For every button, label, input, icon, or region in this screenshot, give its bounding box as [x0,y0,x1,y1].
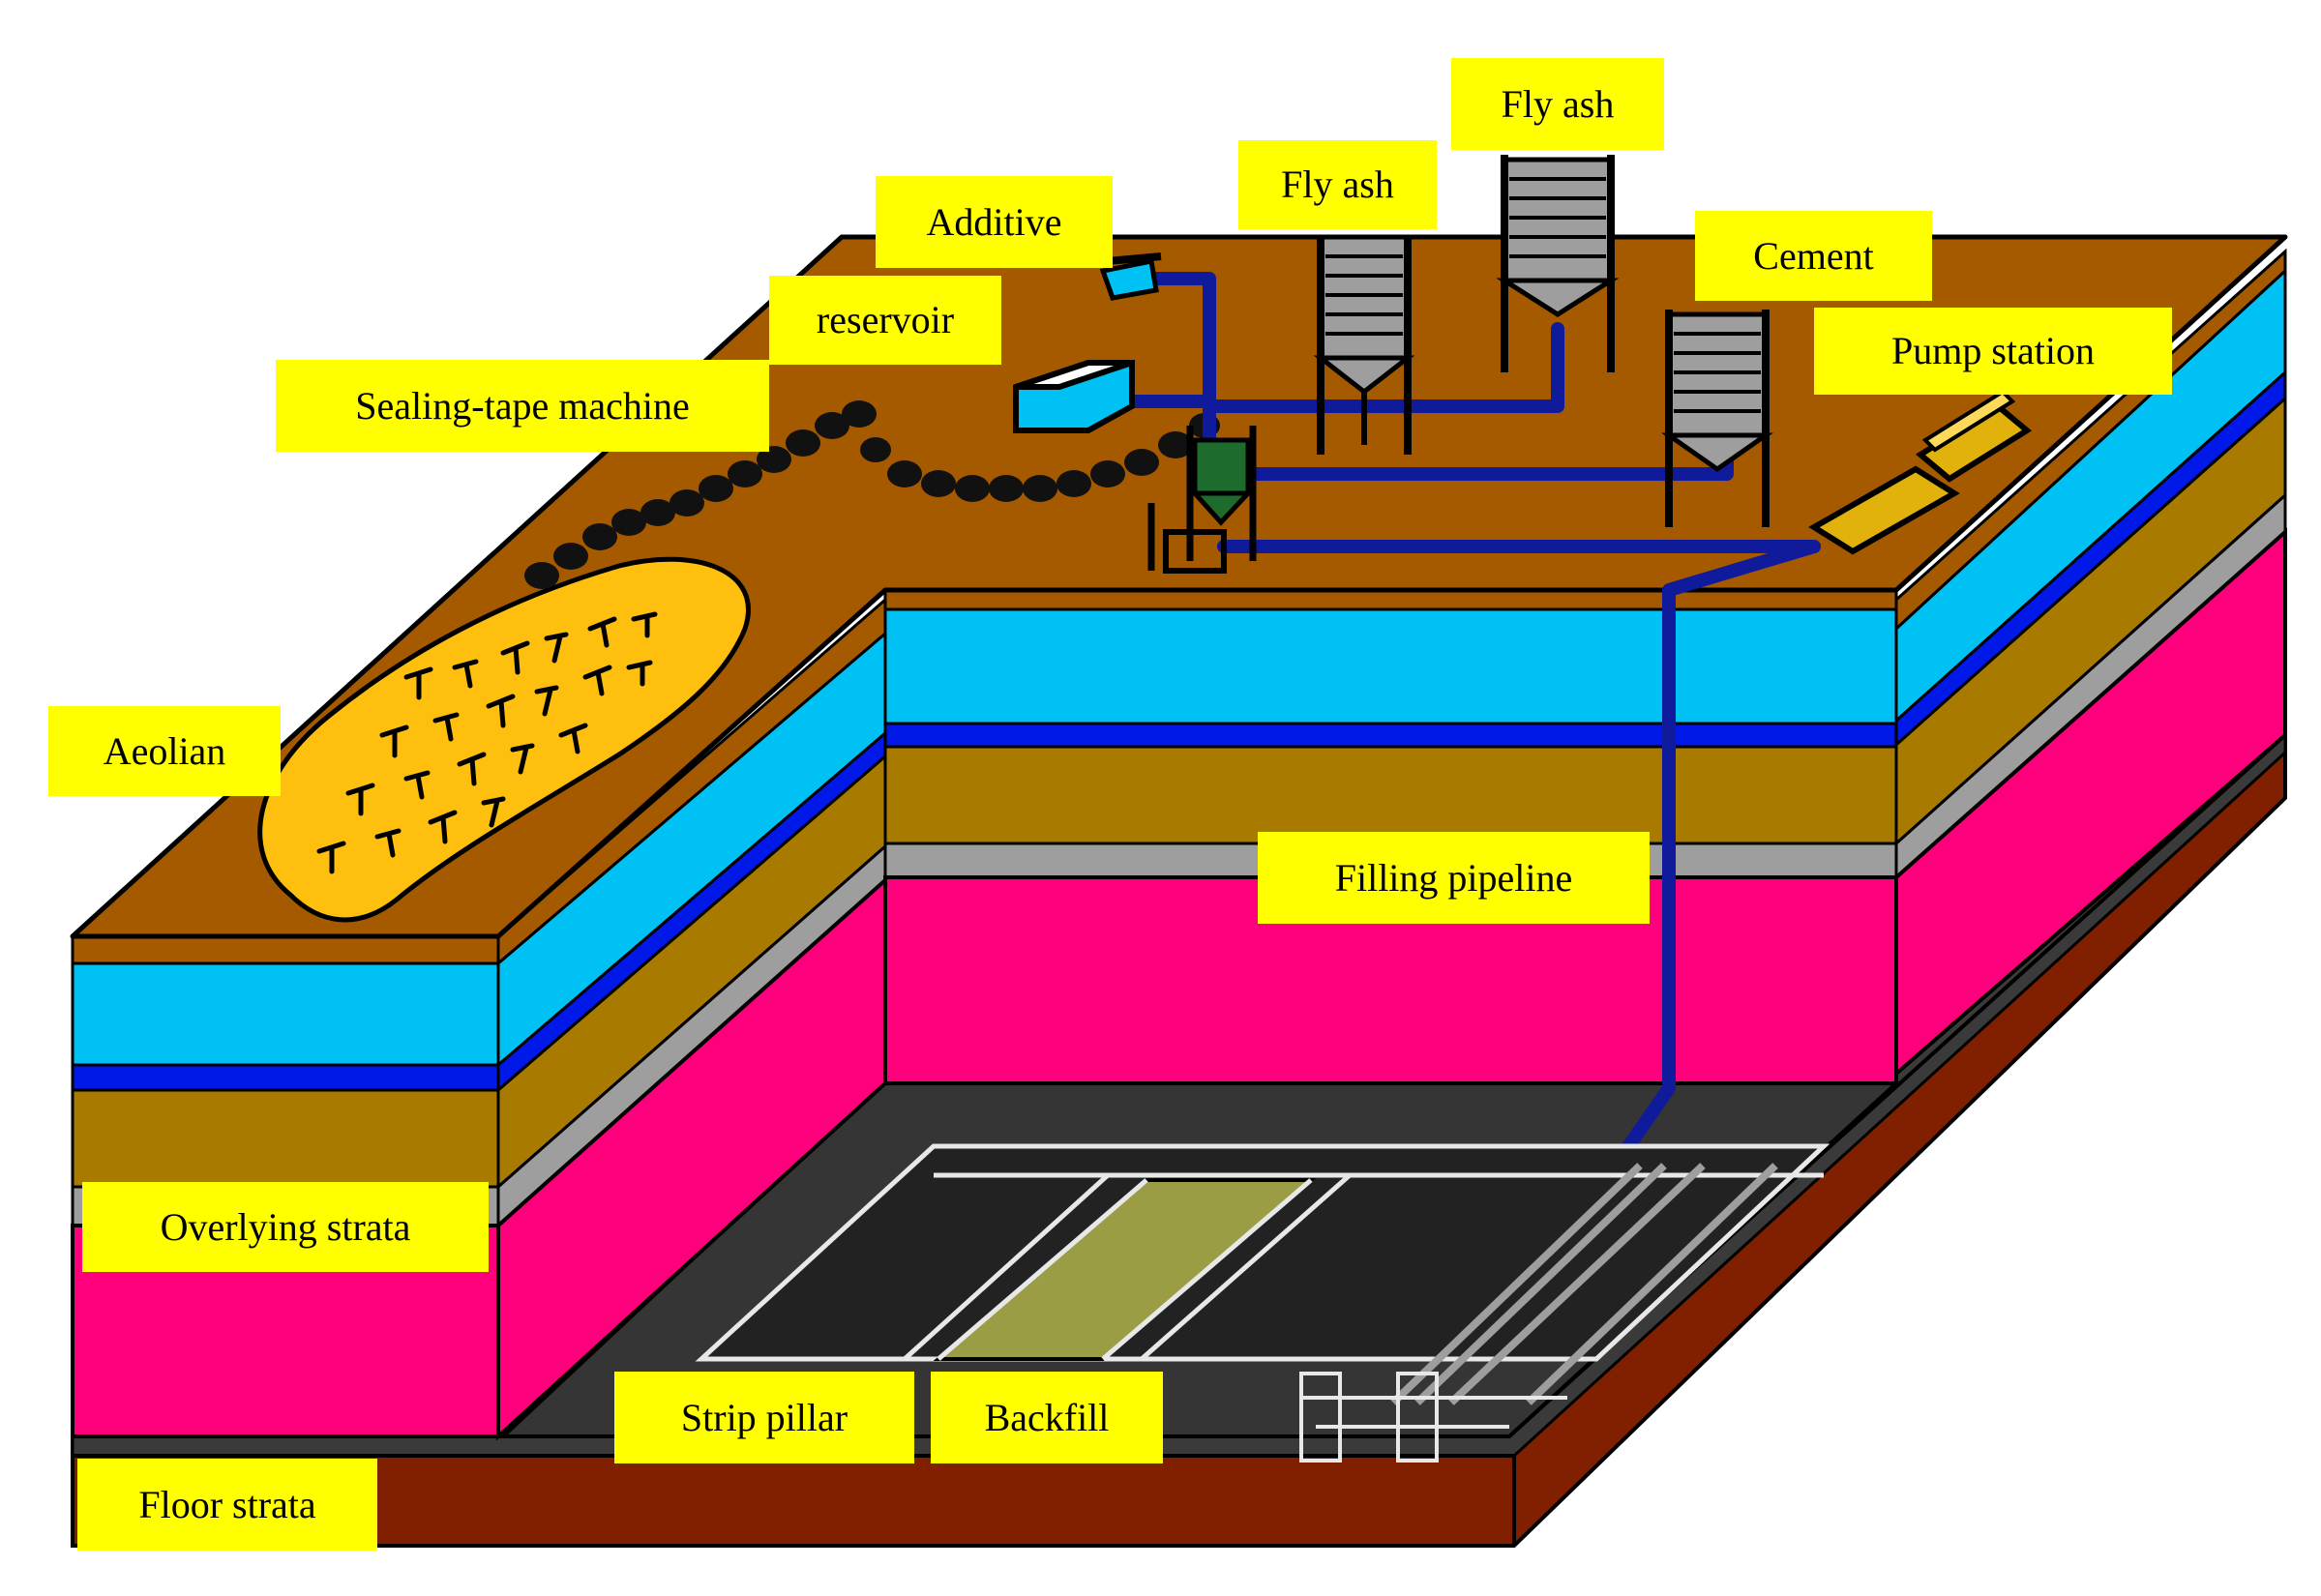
label-sealing-tape-machine: Sealing-tape machine [276,360,769,452]
label-pump-station: Pump station [1814,308,2172,395]
label-additive: Additive [876,176,1113,268]
label-cement: Cement [1695,211,1932,301]
label-aeolian: Aeolian [48,706,281,796]
aeolian-deposit [257,556,751,923]
pump-icon [1808,389,2033,555]
label-backfill: Backfill [931,1372,1163,1463]
label-fly-ash-1: Fly ash [1238,140,1437,229]
label-overlying-strata: Overlying strata [82,1182,489,1272]
silo-icon [1661,310,1773,527]
mining-panels [695,1143,1830,1463]
silo-icon [1496,155,1620,372]
sealing-tape-belt-icon [524,400,1220,589]
additive-tank-icon [1099,252,1162,301]
label-floor-strata: Floor strata [77,1459,377,1551]
mixer-icon [1147,426,1257,574]
silo-icon [1313,234,1415,455]
label-strip-pillar: Strip pillar [614,1372,914,1463]
reservoir-tank-icon [1013,360,1135,433]
label-fly-ash-2: Fly ash [1451,58,1664,150]
label-filling-pipeline: Filling pipeline [1258,832,1650,924]
label-reservoir: reservoir [769,276,1001,365]
